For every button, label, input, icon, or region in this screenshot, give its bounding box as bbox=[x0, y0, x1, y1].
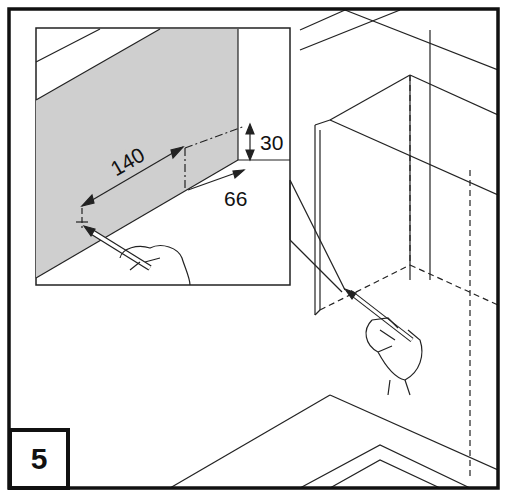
dimension-label: 66 bbox=[222, 187, 249, 210]
dimension-label: 30 bbox=[258, 131, 285, 154]
step-number-box: 5 bbox=[8, 428, 70, 490]
step-number: 5 bbox=[31, 444, 48, 474]
